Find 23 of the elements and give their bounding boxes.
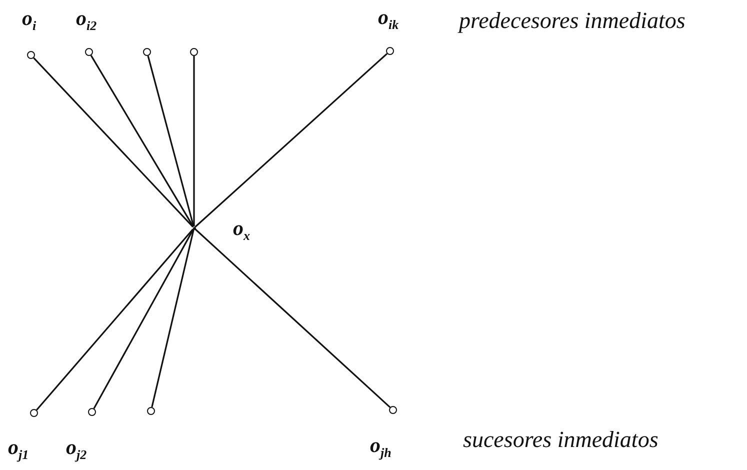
node-circle — [143, 48, 151, 56]
node-circle — [190, 48, 198, 56]
node-circle — [85, 48, 93, 56]
node-circle — [88, 408, 96, 416]
group-caption: predecesores inmediatos — [459, 8, 686, 34]
connector-line — [194, 228, 391, 408]
node-circle — [386, 47, 394, 55]
node-circle — [389, 406, 397, 414]
connector-line — [194, 53, 388, 228]
node-label: o$_{i}$ — [22, 8, 36, 32]
connector-line — [151, 229, 194, 408]
connector-line — [147, 56, 194, 227]
node-circle — [30, 409, 38, 417]
node-circle — [147, 407, 155, 415]
connector-line — [36, 228, 194, 410]
connector-line — [93, 228, 194, 409]
connector-line — [193, 56, 195, 226]
group-caption: sucesores inmediatos — [463, 427, 658, 453]
junction-point — [192, 226, 196, 230]
connector-line — [90, 55, 194, 228]
connector-line — [33, 57, 194, 228]
node-label: o$_{x}$ — [233, 218, 250, 242]
node-circle — [27, 51, 35, 59]
